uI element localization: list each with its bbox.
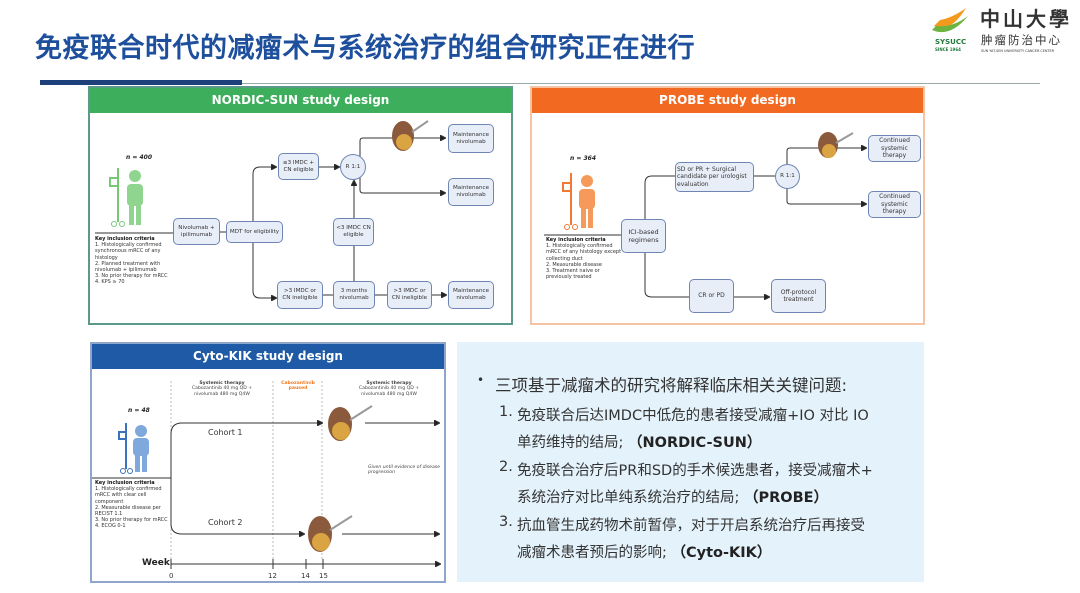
gt3-ineligible-box: >3 IMDC or CN ineligible — [387, 281, 432, 309]
item-text: 抗血管生成药物术前暂停，对于开启系统治疗后再接受 — [517, 518, 865, 534]
logo-en: SUN YAT-SEN UNIVERSITY CANCER CENTER — [981, 49, 1054, 53]
criteria-item: 2. Planned treatment with nivolumab + ip… — [95, 260, 161, 274]
slide-title: 免疫联合时代的减瘤术与系统治疗的组合研究正在进行 — [35, 33, 695, 64]
week-tick-0: 0 — [169, 572, 174, 580]
item-text: 免疫联合后达IMDC中低危的患者接受减瘤+IO 对比 IO — [517, 408, 869, 424]
nordic-sample-size: n = 400 — [126, 154, 153, 161]
week-tick-15: 15 — [319, 572, 328, 580]
randomization-circle: R 1:1 — [775, 164, 800, 189]
cohort-2-label: Cohort 2 — [208, 518, 243, 527]
criteria-item: 3. No prior therapy for mRCC — [95, 273, 168, 280]
maintenance-box: Maintenance nivolumab — [448, 281, 494, 309]
logo-cn-sub: 肿瘤防治中心 — [981, 33, 1062, 47]
item-text: 系统治疗对比单纯系统治疗的结局; （PROBE） — [517, 486, 828, 507]
systemic-therapy-regimen: Cabozantinib 40 mg QD + nivolumab 480 mg… — [358, 386, 420, 397]
patient-icon — [109, 168, 143, 227]
probe-header: PROBE study design — [532, 88, 923, 113]
mdt-box: MDT for eligibility — [226, 221, 283, 243]
criteria-title: Key inclusion criteria — [95, 236, 155, 242]
criteria-item: 1. Histologically confirmed mRCC of any … — [546, 243, 622, 262]
logo-abbr: SYSUCC — [935, 38, 967, 46]
gt3-ineligible-box: >3 IMDC or CN ineligible — [277, 281, 323, 309]
lt3-eligible-box: <3 IMDC CN eligible — [333, 218, 374, 246]
logo-since: SINCE 1964 — [935, 47, 961, 52]
kidney-surgery-icon — [328, 405, 373, 441]
criteria-item: 3. Treatment naive or previously treated — [546, 268, 600, 281]
summary-box: • 三项基于减瘤术的研究将解释临床相关关键问题: 1. 免疫联合后达IMDC中低… — [457, 342, 924, 582]
criteria-item: 4. KPS ≥ 70 — [95, 279, 125, 286]
kidney-surgery-icon — [392, 120, 429, 151]
cyto-sample-size: n = 48 — [128, 407, 150, 414]
nordic-flow-arrows — [95, 88, 513, 325]
sd-pr-box: SD or PR + Surgical candidate per urolog… — [675, 162, 754, 192]
cyto-criteria: Key inclusion criteria 1. Histologically… — [95, 480, 171, 530]
criteria-item: 2. Measurable disease per RECIST 1.1 — [95, 504, 161, 518]
study-tag: （NORDIC-SUN） — [628, 435, 762, 451]
criteria-title: Key inclusion criteria — [546, 237, 606, 243]
off-protocol-box: Off-protocol treatment — [771, 279, 826, 313]
le3-eligible-box: ≤3 IMDC + CN eligible — [278, 153, 319, 180]
criteria-item: 1. Histologically confirmed mRCC with cl… — [95, 486, 162, 505]
cyto-timeline — [92, 381, 446, 569]
three-months-box: 3 months nivolumab — [333, 281, 375, 309]
probe-panel: PROBE study design n = 364 Key inclusion… — [530, 86, 925, 325]
study-tag: （Cyto-KIK） — [671, 545, 772, 561]
item-text: 单药维持的结局; （NORDIC-SUN） — [517, 431, 761, 452]
logo-leaf-icon — [932, 8, 968, 33]
systemic-therapy-2: Systemic therapy Cabozantinib 40 mg QD +… — [354, 381, 424, 397]
logo-cn-name: 中山大學 — [980, 7, 1072, 31]
systemic-therapy-1: Systemic therapy Cabozantinib 40 mg QD +… — [187, 381, 257, 397]
study-tag: （PROBE） — [744, 490, 829, 506]
week-tick-14: 14 — [301, 572, 310, 580]
criteria-item: 4. ECOG 0-1 — [95, 523, 126, 530]
criteria-item: 3. No prior therapy for mRCC — [95, 517, 168, 524]
week-tick-12: 12 — [268, 572, 277, 580]
maintenance-box: Maintenance nivolumab — [448, 178, 494, 206]
sysucc-logo: SYSUCC SINCE 1964 中山大學 肿瘤防治中心 SUN YAT-SE… — [925, 2, 1075, 60]
title-divider — [40, 83, 1040, 84]
cyto-header: Cyto-KIK study design — [92, 344, 444, 369]
probe-sample-size: n = 364 — [570, 155, 597, 162]
item-number: 2. — [499, 459, 513, 475]
nordic-sun-panel: NORDIC-SUN study design n = 400 Key incl… — [88, 86, 513, 325]
probe-flow-arrows — [544, 88, 925, 325]
item-number: 3. — [499, 514, 513, 530]
probe-criteria: Key inclusion criteria 1. Histologically… — [546, 237, 622, 280]
nordic-header: NORDIC-SUN study design — [90, 88, 511, 113]
patient-icon — [562, 173, 595, 230]
cabozantinib-paused: Cabozantinib paused — [281, 381, 315, 392]
title-divider-accent — [40, 80, 242, 85]
cyto-kik-panel: Cyto-KIK study design Systemic therapy C… — [90, 342, 446, 583]
randomization-circle: R 1:1 — [340, 154, 366, 180]
kidney-surgery-icon — [818, 132, 854, 158]
patient-icon — [118, 423, 149, 474]
maintenance-box: Maintenance nivolumab — [448, 124, 494, 153]
systemic-therapy-title: Systemic therapy — [366, 381, 412, 386]
criteria-item: 2. Measurable disease — [546, 261, 602, 268]
criteria-item: 1. Histologically confirmed synchronous … — [95, 242, 162, 261]
cohort-1-label: Cohort 1 — [208, 428, 243, 437]
item-number: 1. — [499, 404, 513, 420]
item-text: 减瘤术患者预后的影响; （Cyto-KIK） — [517, 541, 771, 562]
item-text: 免疫联合治疗后PR和SD的手术候选患者，接受减瘤术+ — [517, 463, 873, 479]
kidney-surgery-icon — [308, 515, 353, 552]
systemic-therapy-regimen: Cabozantinib 40 mg QD + nivolumab 480 mg… — [191, 386, 253, 397]
given-until-progression: Given until evidence of disease progress… — [368, 465, 441, 476]
ici-regimens-box: ICI-based regimens — [621, 219, 666, 253]
cr-pd-box: CR or PD — [689, 279, 734, 313]
systemic-therapy-title: Systemic therapy — [199, 381, 245, 386]
nivo-ipi-box: Nivolumab + ipilimumab — [173, 218, 220, 245]
continued-therapy-box: Continued systemic therapy — [868, 135, 921, 162]
continued-therapy-box: Continued systemic therapy — [868, 191, 921, 218]
week-axis-label: Week — [142, 558, 170, 568]
item-text-line: 系统治疗对比单纯系统治疗的结局; — [517, 490, 740, 506]
bullet-dot: • — [477, 373, 485, 387]
item-text-line: 减瘤术患者预后的影响; — [517, 545, 667, 561]
nordic-criteria: Key inclusion criteria 1. Histologically… — [95, 236, 173, 286]
summary-heading: 三项基于减瘤术的研究将解释临床相关关键问题: — [495, 376, 848, 395]
criteria-title: Key inclusion criteria — [95, 480, 155, 486]
item-text-line: 单药维持的结局; — [517, 435, 624, 451]
